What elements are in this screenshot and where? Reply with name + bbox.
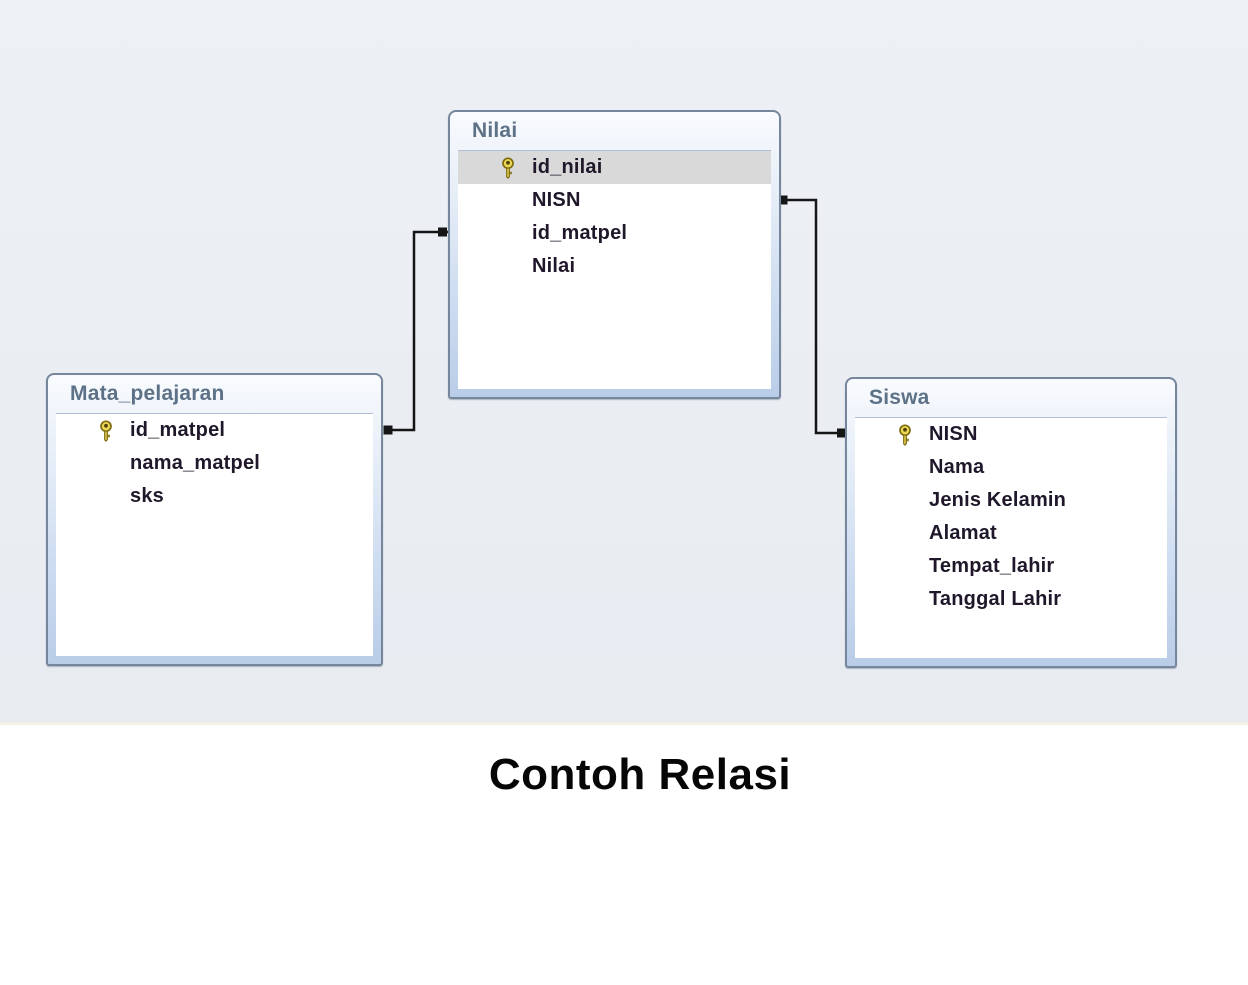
key-spacer [897, 556, 913, 578]
key-spacer [897, 490, 913, 512]
field-label: Alamat [929, 522, 997, 544]
key-spacer [897, 457, 913, 479]
field-row-nama-matpel[interactable]: nama_matpel [56, 447, 373, 480]
field-label: NISN [532, 189, 581, 211]
field-label: Nilai [532, 255, 576, 277]
table-nilai-header[interactable]: Nilai [450, 112, 779, 150]
table-siswa-fields: NISN Nama Jenis Kelamin Alamat Tempat_la… [855, 417, 1167, 658]
key-spacer [897, 523, 913, 545]
field-label: id_matpel [130, 419, 226, 441]
field-label: Tanggal Lahir [929, 588, 1062, 610]
field-row-alamat[interactable]: Alamat [855, 517, 1167, 550]
field-row-sks[interactable]: sks [56, 480, 373, 513]
table-siswa-title: Siswa [869, 386, 930, 409]
key-spacer [98, 453, 114, 475]
key-spacer [897, 589, 913, 611]
relationship-line-nilai-matapelajaran[interactable] [385, 230, 448, 432]
table-siswa[interactable]: Siswa NISN Nama [845, 377, 1177, 668]
field-label: Nama [929, 456, 985, 478]
field-label: nama_matpel [130, 452, 261, 474]
key-spacer [500, 256, 516, 278]
relationship-endpoint [778, 195, 788, 205]
primary-key-icon [500, 156, 516, 179]
field-label: id_matpel [532, 222, 628, 244]
relationship-endpoint [383, 425, 393, 435]
field-label: sks [130, 485, 164, 507]
field-label: id_nilai [532, 156, 603, 178]
table-mata-pelajaran-title: Mata_pelajaran [70, 382, 225, 405]
field-label: Jenis Kelamin [929, 489, 1067, 511]
canvas-bottom-edge [0, 722, 1248, 725]
table-nilai[interactable]: Nilai id_nilai NISN [448, 110, 781, 399]
field-label: NISN [929, 423, 978, 445]
table-mata-pelajaran-header[interactable]: Mata_pelajaran [48, 375, 381, 413]
field-row-nisn[interactable]: NISN [855, 418, 1167, 451]
table-nilai-fields: id_nilai NISN id_matpel Nilai [458, 150, 771, 389]
field-row-tanggal-lahir[interactable]: Tanggal Lahir [855, 583, 1167, 616]
field-row-nilai[interactable]: Nilai [458, 250, 771, 283]
table-mata-pelajaran-fields: id_matpel nama_matpel sks [56, 413, 373, 656]
field-row-tempat-lahir[interactable]: Tempat_lahir [855, 550, 1167, 583]
field-row-nisn[interactable]: NISN [458, 184, 771, 217]
caption-title: Contoh Relasi [488, 750, 792, 799]
table-siswa-header[interactable]: Siswa [847, 379, 1175, 417]
relationship-line-nilai-siswa[interactable] [781, 198, 846, 435]
primary-key-icon [897, 423, 913, 446]
relationship-lines [383, 195, 846, 438]
table-nilai-title: Nilai [472, 119, 518, 142]
field-row-nama[interactable]: Nama [855, 451, 1167, 484]
key-spacer [98, 486, 114, 508]
key-spacer [500, 223, 516, 245]
field-row-id-matpel[interactable]: id_matpel [458, 217, 771, 250]
field-row-jenis-kelamin[interactable]: Jenis Kelamin [855, 484, 1167, 517]
field-row-id-nilai[interactable]: id_nilai [458, 151, 771, 184]
field-label: Tempat_lahir [929, 555, 1055, 577]
relationship-canvas: Nilai id_nilai NISN [0, 0, 1248, 722]
table-mata-pelajaran[interactable]: Mata_pelajaran id_matpel [46, 373, 383, 666]
field-row-id-matpel[interactable]: id_matpel [56, 414, 373, 447]
relationship-endpoint [438, 227, 447, 237]
relationship-endpoint [837, 428, 846, 438]
key-spacer [500, 190, 516, 212]
primary-key-icon [98, 419, 114, 442]
